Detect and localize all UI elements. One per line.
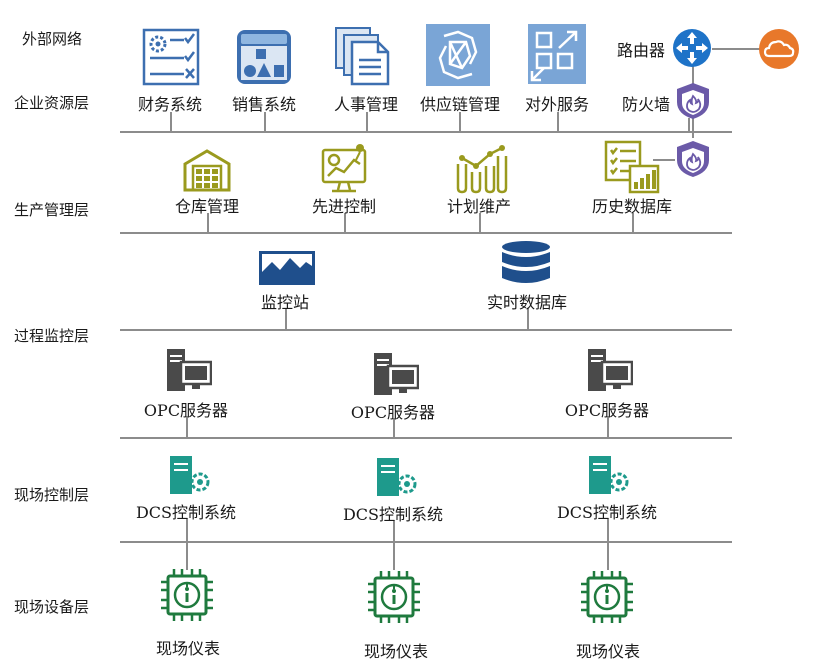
node-label-dcs-2: DCS控制系统 bbox=[342, 505, 444, 524]
layer-label-process: 过程监控层 bbox=[14, 327, 90, 345]
firewall-icon bbox=[675, 82, 711, 120]
node-label-meter-1: 现场仪表 bbox=[155, 639, 221, 658]
opc-server-icon bbox=[587, 348, 633, 392]
dcs-icon bbox=[587, 454, 631, 496]
opc-bus-line bbox=[120, 437, 732, 439]
node-label-external-service: 对外服务 bbox=[524, 95, 590, 114]
firewall-icon bbox=[675, 140, 711, 178]
production-bus-line bbox=[120, 232, 732, 234]
connector bbox=[692, 118, 694, 138]
connector bbox=[607, 518, 609, 542]
connector bbox=[653, 159, 675, 161]
node-label-sales: 销售系统 bbox=[231, 95, 297, 114]
connector bbox=[393, 418, 395, 438]
supply-chain-icon bbox=[426, 24, 490, 86]
dcs-icon bbox=[375, 456, 419, 498]
connector bbox=[557, 112, 559, 132]
layer-label-field-control: 现场控制层 bbox=[14, 486, 90, 504]
node-label-plan-maintenance: 计划维产 bbox=[446, 197, 512, 216]
node-label-meter-3: 现场仪表 bbox=[575, 642, 641, 661]
layer-label-production: 生产管理层 bbox=[14, 201, 90, 219]
node-label-advanced-control: 先进控制 bbox=[311, 197, 377, 216]
node-label-meter-2: 现场仪表 bbox=[363, 642, 429, 661]
layer-label-field-device: 现场设备层 bbox=[14, 598, 90, 616]
connector bbox=[459, 112, 461, 132]
database-icon bbox=[500, 240, 552, 288]
cloud-icon bbox=[758, 28, 800, 70]
connector bbox=[366, 112, 368, 132]
node-label-dcs-3: DCS控制系统 bbox=[556, 503, 658, 522]
connector bbox=[712, 48, 760, 50]
router-icon bbox=[672, 28, 712, 68]
layer-label-external: 外部网络 bbox=[22, 30, 83, 48]
connector bbox=[264, 112, 266, 132]
dcs-icon bbox=[168, 454, 212, 496]
external-service-icon bbox=[528, 24, 586, 84]
connector bbox=[692, 64, 694, 84]
opc-server-icon bbox=[373, 352, 419, 396]
sales-icon bbox=[236, 29, 292, 85]
connector bbox=[688, 118, 690, 132]
process-bus-line bbox=[120, 329, 732, 331]
node-label-supply-chain: 供应链管理 bbox=[419, 95, 501, 114]
advanced-control-icon bbox=[320, 142, 370, 194]
node-label-hr: 人事管理 bbox=[333, 95, 399, 114]
layer-label-enterprise: 企业资源层 bbox=[14, 94, 90, 112]
connector bbox=[393, 520, 395, 542]
node-label-opc-3: OPC服务器 bbox=[564, 401, 650, 420]
plan-maintenance-icon bbox=[452, 142, 508, 194]
connector bbox=[186, 416, 188, 438]
enterprise-bus-line bbox=[120, 131, 732, 133]
connector bbox=[170, 112, 172, 132]
node-label-opc-2: OPC服务器 bbox=[350, 403, 436, 422]
node-label-router: 路由器 bbox=[616, 41, 666, 60]
connector bbox=[607, 416, 609, 438]
dcs-bus-line bbox=[120, 541, 732, 543]
meter-icon bbox=[160, 568, 214, 622]
monitor-station-icon bbox=[258, 250, 316, 286]
meter-icon bbox=[367, 570, 421, 624]
warehouse-icon bbox=[182, 148, 232, 192]
node-label-history-db: 历史数据库 bbox=[591, 197, 673, 216]
connector bbox=[207, 213, 209, 233]
node-label-finance: 财务系统 bbox=[137, 95, 203, 114]
node-label-monitor-station: 监控站 bbox=[260, 293, 310, 312]
node-label-warehouse: 仓库管理 bbox=[174, 197, 240, 216]
node-label-firewall: 防火墙 bbox=[621, 95, 671, 114]
history-db-icon bbox=[604, 140, 660, 194]
node-label-opc-1: OPC服务器 bbox=[143, 401, 229, 420]
node-label-realtime-db: 实时数据库 bbox=[486, 293, 568, 312]
node-label-dcs-1: DCS控制系统 bbox=[135, 503, 237, 522]
hr-icon bbox=[334, 26, 394, 86]
connector bbox=[344, 213, 346, 233]
meter-icon bbox=[580, 570, 634, 624]
connector bbox=[632, 213, 634, 233]
connector bbox=[186, 518, 188, 542]
connector bbox=[186, 542, 188, 570]
connector bbox=[479, 213, 481, 233]
connector bbox=[285, 308, 287, 330]
connector bbox=[527, 308, 529, 330]
connector bbox=[393, 542, 395, 570]
finance-icon bbox=[140, 28, 202, 86]
connector bbox=[607, 542, 609, 570]
opc-server-icon bbox=[166, 348, 212, 392]
